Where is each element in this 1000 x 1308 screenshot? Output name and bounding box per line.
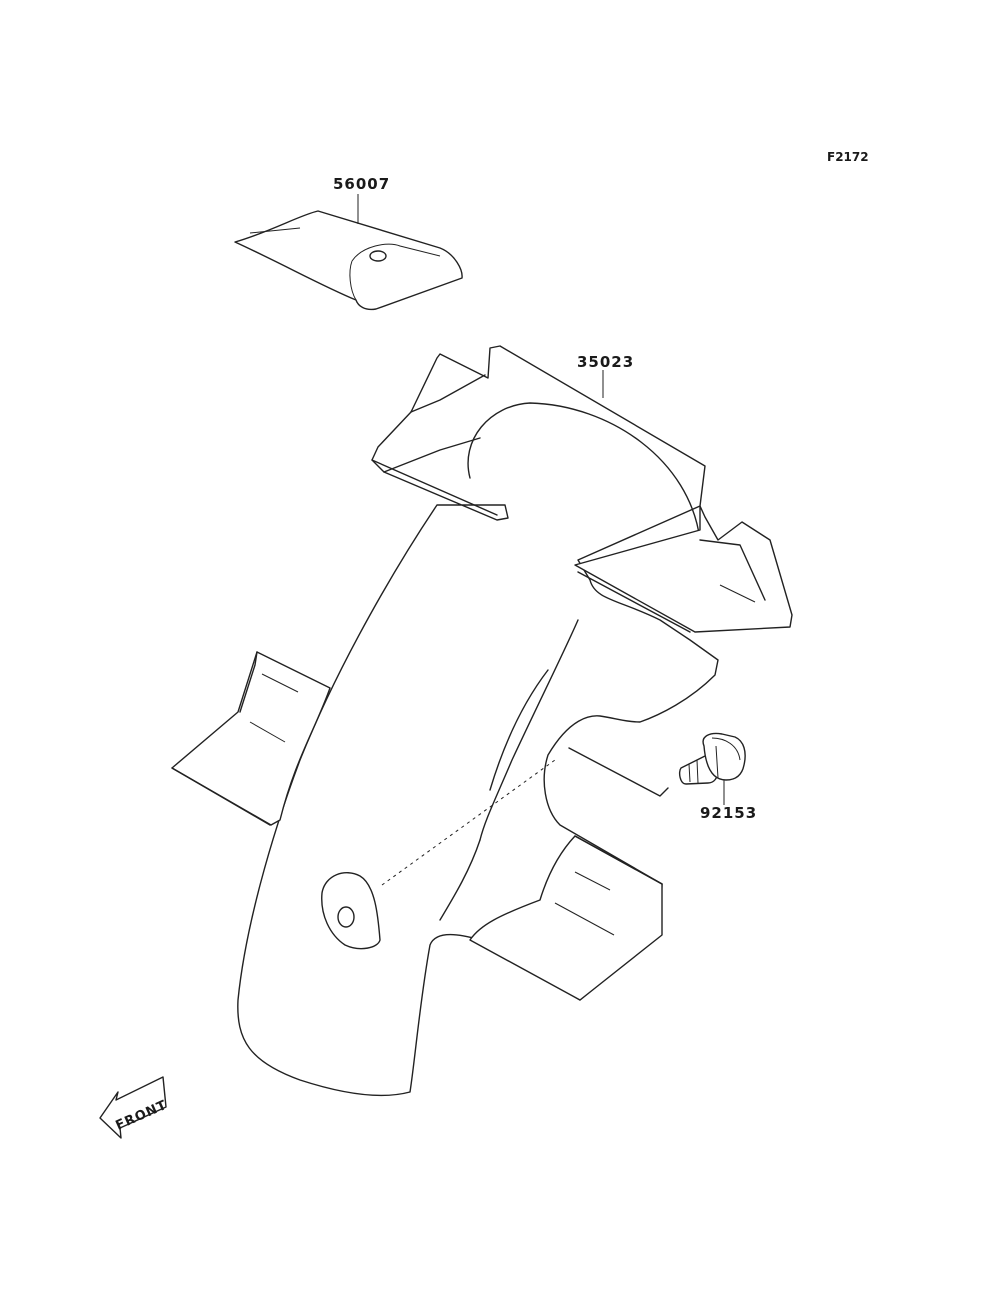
part-56007-pad[interactable]	[234, 210, 463, 311]
part-number-92153[interactable]: 92153	[700, 804, 757, 822]
bolt-guide-line	[568, 747, 669, 797]
bolt-dashed-line	[381, 759, 556, 886]
part-number-35023[interactable]: 35023	[577, 353, 634, 371]
part-92153-bolt[interactable]	[678, 732, 746, 785]
part-number-56007[interactable]: 56007	[333, 175, 390, 193]
part-35023-fender[interactable]	[171, 345, 793, 1097]
figure-code: F2172	[827, 150, 869, 164]
front-arrow-icon: FRONT	[99, 1076, 170, 1139]
